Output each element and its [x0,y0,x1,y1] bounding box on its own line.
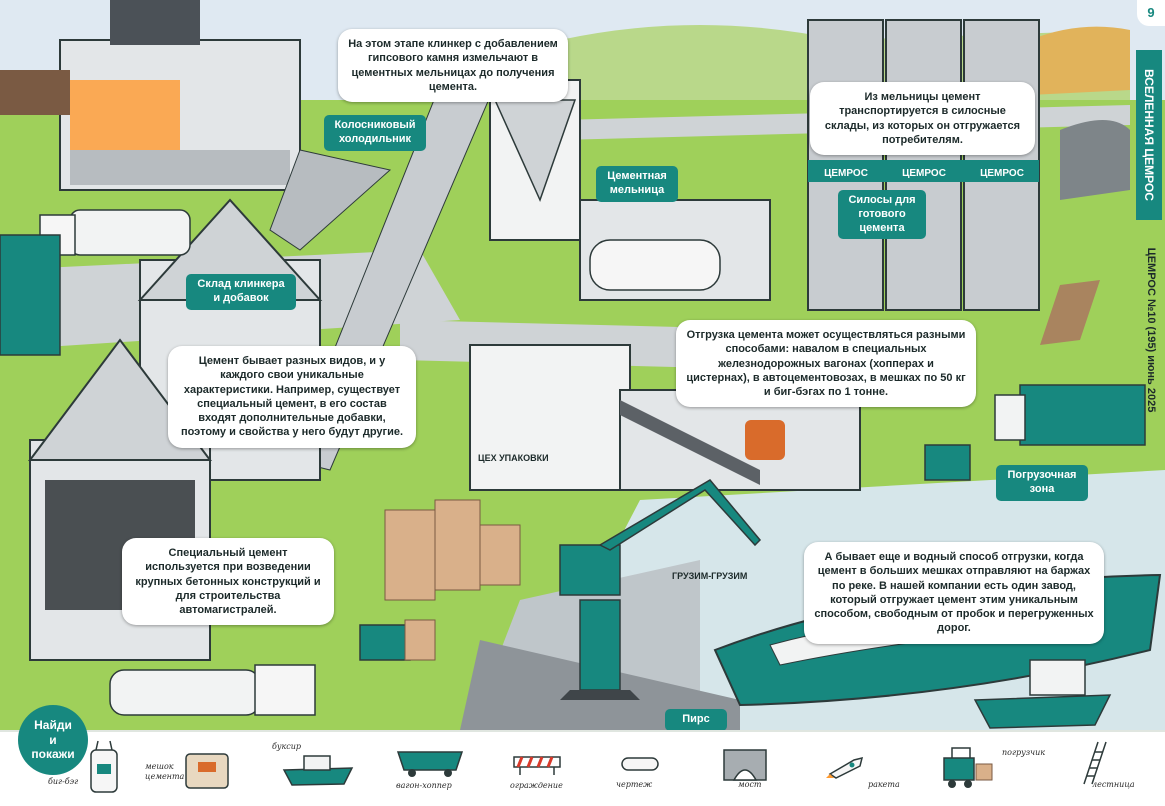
legend-label-rocket: ракета [868,780,900,789]
legend-label-bridge: мост [738,780,762,789]
bridge-icon [723,749,767,781]
issue-info-text: ЦЕМРОС №10 (195) июнь 2025 [1145,247,1157,413]
side-banner: ВСЕЛЕННАЯ ЦЕМРОС [1136,50,1162,220]
port-crane [559,479,762,700]
find-word-2: и [49,732,57,747]
cement-truck-top [39,209,191,256]
forklift-scene [359,619,436,661]
label-packing-shop: ЦЕХ УПАКОВКИ [478,453,549,463]
barrier-icon [513,756,561,775]
callout-water-shipping: А бывает еще и водный способ отгрузки, к… [804,542,1104,644]
tugboat [973,659,1112,729]
blueprint-icon [621,757,659,771]
legend-label-hopper-car: вагон-хоппер [396,781,452,790]
page-number: 9 [1137,0,1165,26]
callout-grinding: На этом этапе клинкер с добавлением гипс… [338,29,568,103]
cement-bag-icon [185,753,229,789]
forklift-loading [924,444,971,481]
legend-label-ladder: лестница [1092,780,1135,789]
hopper-car-icon [396,751,464,777]
legend-label-barrier: ограждение [510,781,563,790]
tag-loading-zone: Погрузочная зона [996,465,1088,501]
callout-special-use: Специальный цемент используется при возв… [122,538,334,626]
silo-brand-1: ЦЕМРОС [824,168,868,179]
tag-silos: Силосы для готового цемента [838,190,926,240]
callout-shipping: Отгрузка цемента может осуществляться ра… [676,320,976,408]
tag-cooler: Колосниковый холодильник [324,115,426,151]
find-and-show-badge: Найди и покажи [18,705,88,775]
ladder-icon [1083,741,1107,785]
callout-silos-transport: Из мельницы цемент транспортируется в си… [810,82,1035,156]
legend-label-forklift: погрузчик [1002,748,1046,757]
silo-brand-3: ЦЕМРОС [980,168,1024,179]
tag-pier: Пирс [665,709,727,731]
legend-label-blueprint: чертеж [616,780,653,789]
issue-info: ЦЕМРОС №10 (195) июнь 2025 [1140,230,1162,430]
rocket-icon [826,756,864,779]
tugboat-icon [282,755,354,786]
legend-label-big-bag: биг-бэг [48,777,79,786]
delivery-truck [994,384,1146,446]
callout-cement-types: Цемент бывает разных видов, и у каждого … [168,346,416,448]
label-gruzim: ГРУЗИМ-ГРУЗИМ [672,571,748,581]
legend-label-tugboat: буксир [272,742,302,751]
silos: ЦЕМРОС ЦЕМРОС ЦЕМРОС [807,19,1040,311]
find-word-1: Найди [34,718,72,733]
legend-label-cement-bag: мешок цемента [145,762,185,782]
forklift-icon [943,747,993,788]
kiln-building [0,0,301,191]
cement-truck-bottom [109,664,316,716]
find-word-3: покажи [31,747,75,762]
big-bag-icon [90,740,118,793]
side-banner-text: ВСЕЛЕННАЯ ЦЕМРОС [1142,69,1156,201]
silo-brand-2: ЦЕМРОС [902,168,946,179]
pallet-stacks [384,499,521,601]
tag-clinker-storage: Склад клинкера и добавок [186,274,296,310]
tag-mill: Цементная мельница [596,166,678,202]
